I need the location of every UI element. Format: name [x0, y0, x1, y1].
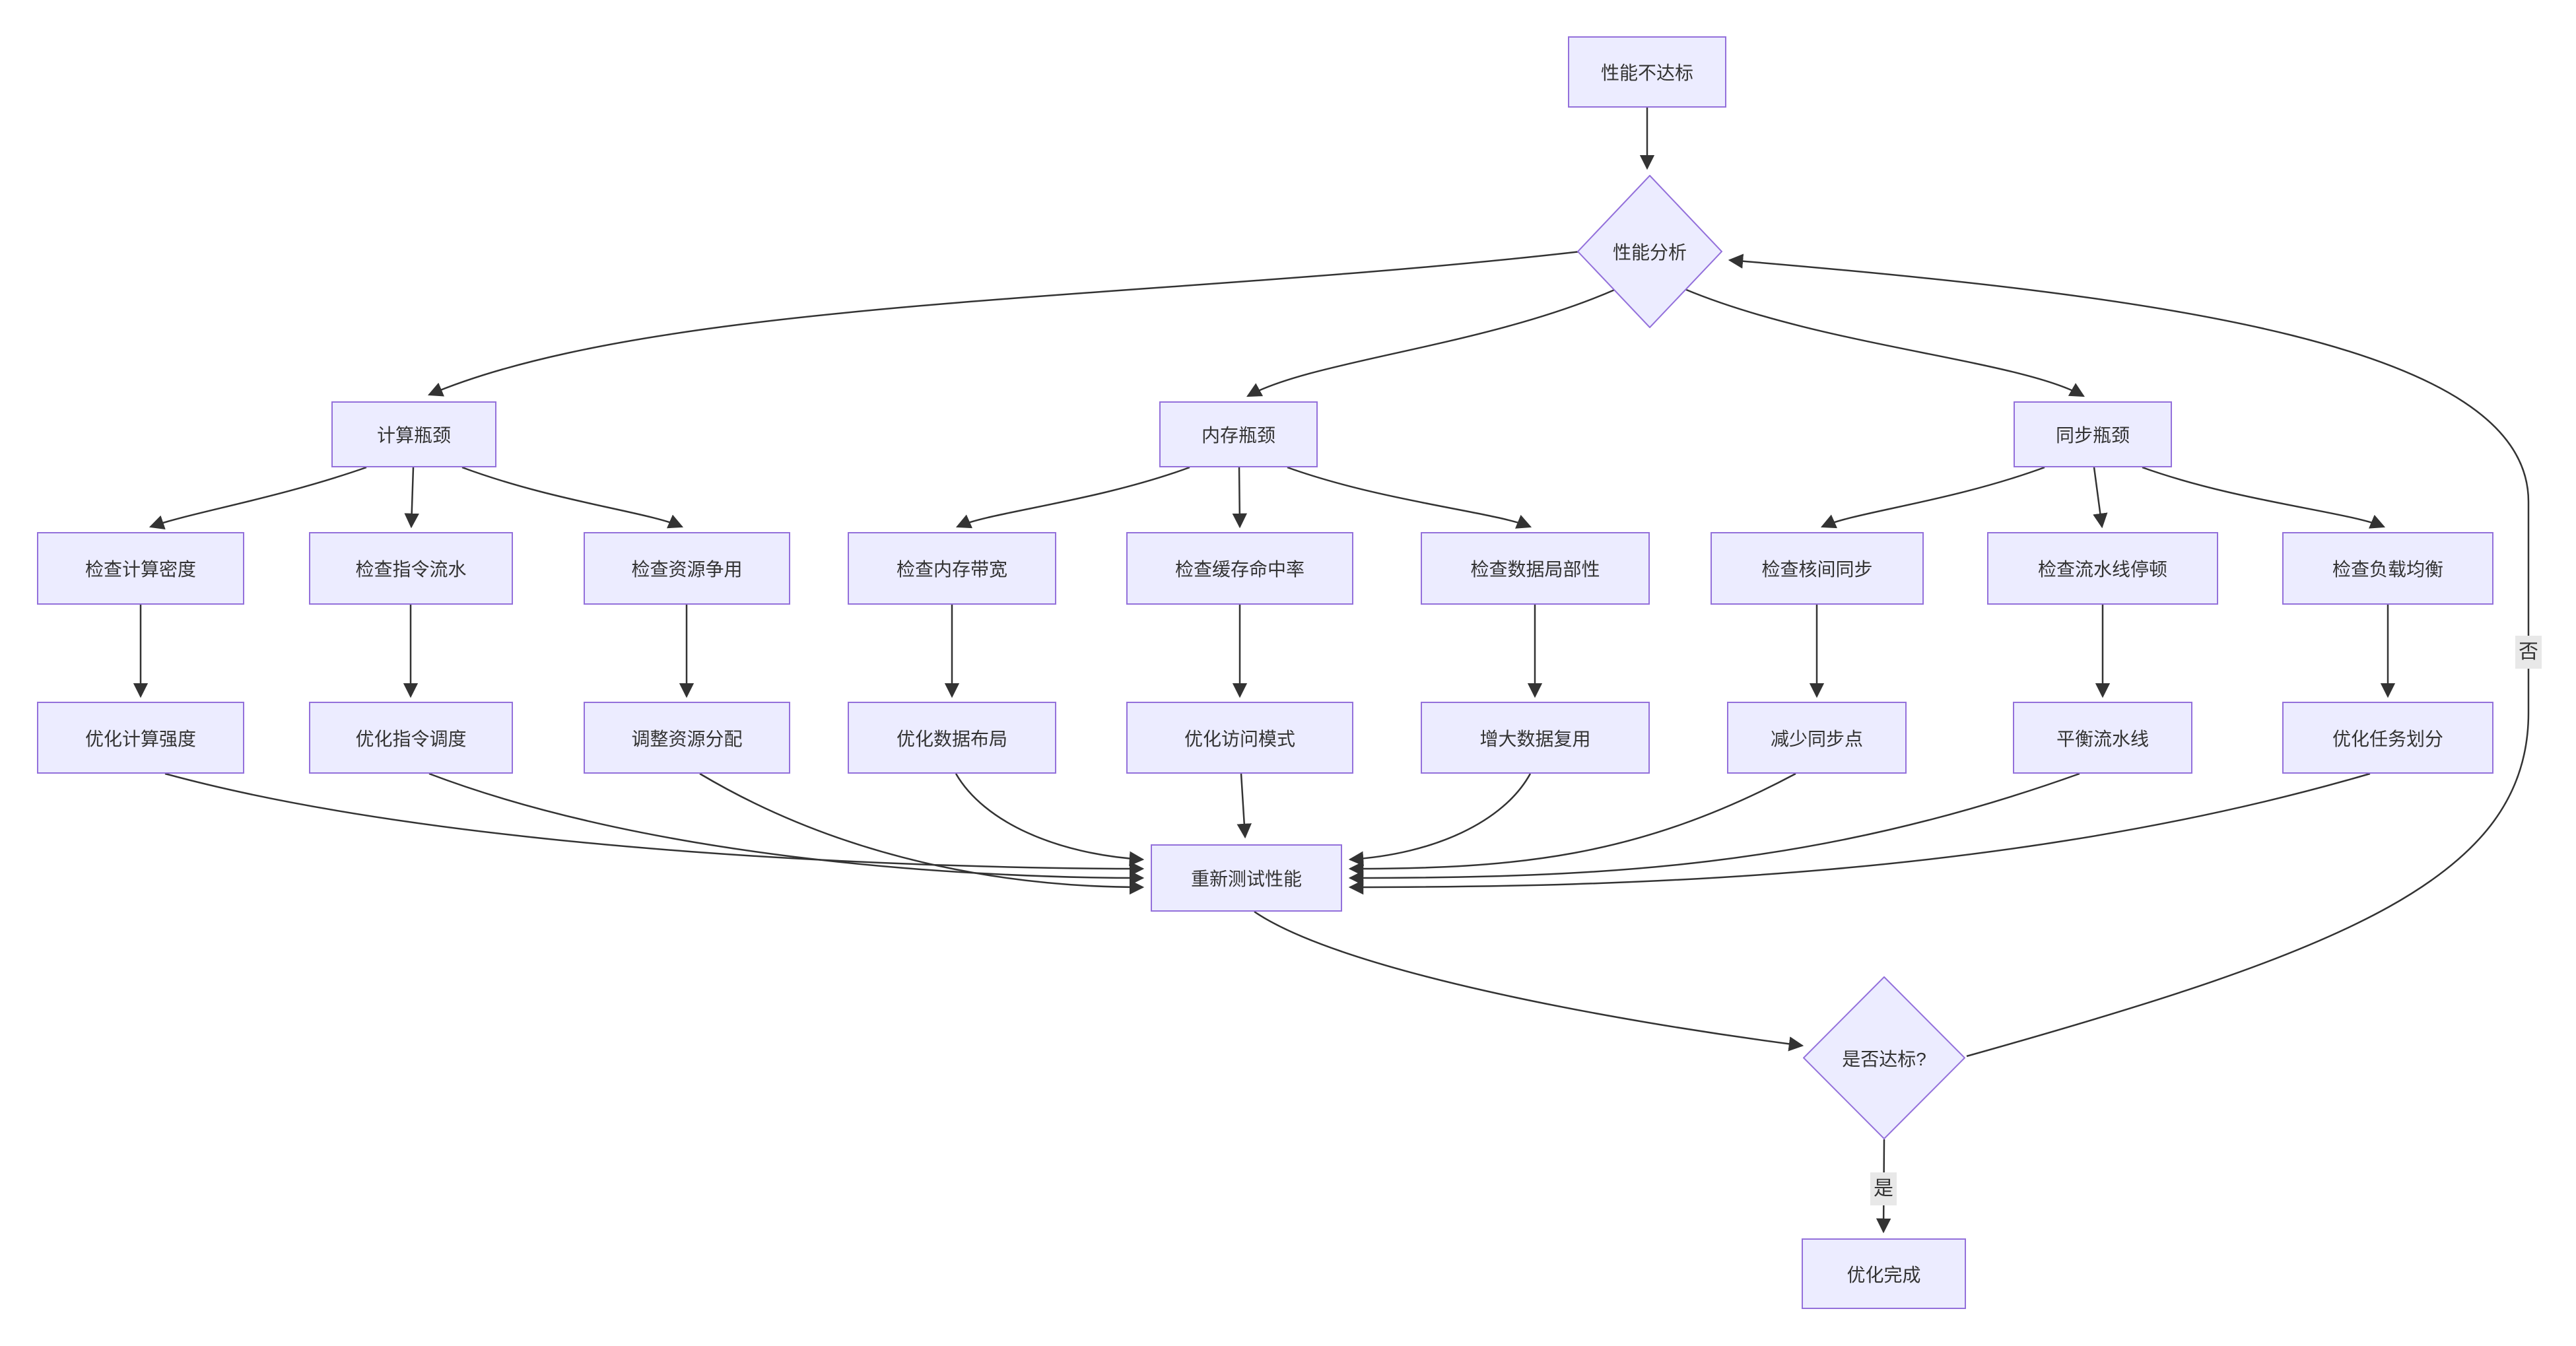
node-optimize-instruction-scheduling: 优化指令调度	[309, 702, 513, 774]
node-check-load-balance: 检查负载均衡	[2282, 532, 2493, 605]
node-check-pipeline-stall: 检查流水线停顿	[1987, 532, 2218, 605]
node-increase-data-reuse: 增大数据复用	[1421, 702, 1650, 774]
node-label: 检查指令流水	[355, 559, 467, 580]
node-check-compute-density: 检查计算密度	[37, 532, 244, 605]
node-reduce-sync-points: 减少同步点	[1727, 702, 1907, 774]
edge-analyze-sync	[1684, 288, 2085, 397]
node-label: 检查核间同步	[1761, 559, 1873, 580]
node-start: 性能不达标	[1568, 36, 1726, 108]
node-optimize-compute-intensity: 优化计算强度	[37, 702, 244, 774]
edge-check-analyze	[1728, 253, 2530, 1058]
node-balance-pipeline: 平衡流水线	[2013, 702, 2192, 774]
node-label: 检查内存带宽	[896, 559, 1007, 580]
node-sync-bottleneck: 同步瓶颈	[2014, 401, 2172, 467]
node-label: 检查资源争用	[631, 559, 743, 580]
edge-compute-c3	[461, 466, 684, 529]
diamond-shape	[1803, 976, 1965, 1139]
node-label: 减少同步点	[1770, 728, 1863, 749]
edge-memory-c6	[1287, 466, 1532, 529]
edge-sync-c8	[2093, 467, 2108, 529]
node-label: 检查数据局部性	[1470, 559, 1600, 580]
edge-o4-retest	[955, 773, 1145, 866]
edge-retest-check	[1254, 910, 1804, 1052]
node-check-instruction-pipeline: 检查指令流水	[309, 532, 513, 605]
node-compute-bottleneck: 计算瓶颈	[331, 401, 496, 467]
node-label: 优化计算强度	[85, 728, 196, 749]
edge-o9-retest	[1348, 772, 2371, 895]
node-check-resource-contention: 检查资源争用	[584, 532, 790, 605]
edge-sync-c7	[1820, 466, 2045, 529]
node-label: 性能不达标	[1600, 63, 1693, 83]
node-label: 是否达标?	[1842, 1048, 1926, 1069]
node-check-cache-hit-rate: 检查缓存命中率	[1126, 532, 1353, 605]
node-optimize-access-pattern: 优化访问模式	[1126, 702, 1353, 774]
node-label: 同步瓶颈	[2055, 425, 2130, 446]
edge-o2-retest	[428, 772, 1145, 886]
node-label: 平衡流水线	[2056, 728, 2149, 749]
node-label: 检查计算密度	[85, 559, 196, 580]
edge-o5-retest	[1237, 773, 1252, 839]
edge-o7-retest	[1348, 772, 1796, 877]
node-label: 检查流水线停顿	[2037, 559, 2167, 580]
node-label: 优化数据布局	[896, 728, 1007, 749]
diamond-shape	[1577, 175, 1722, 328]
edge-sync-c9	[2142, 466, 2386, 529]
node-adjust-resource-allocation: 调整资源分配	[584, 702, 790, 774]
edge-o6-retest	[1348, 773, 1532, 866]
node-label: 增大数据复用	[1479, 728, 1591, 749]
node-label: 调整资源分配	[631, 728, 743, 749]
edge-o1-retest	[164, 772, 1145, 877]
edge-compute-c2	[404, 467, 419, 529]
node-label: 检查负载均衡	[2332, 559, 2443, 580]
node-memory-bottleneck: 内存瓶颈	[1159, 401, 1318, 467]
node-check-memory-bandwidth: 检查内存带宽	[848, 532, 1056, 605]
node-label: 优化任务划分	[2332, 728, 2443, 749]
node-label: 计算瓶颈	[376, 425, 451, 446]
edge-analyze-memory	[1246, 288, 1617, 397]
node-optimize-data-layout: 优化数据布局	[848, 702, 1056, 774]
node-analyze: 性能分析	[1577, 175, 1722, 328]
node-retest: 重新测试性能	[1151, 844, 1342, 912]
node-label: 优化完成	[1847, 1264, 1921, 1285]
edge-label-no: 否	[2515, 636, 2542, 669]
edge-o3-retest	[699, 772, 1145, 895]
edge-label-yes: 是	[1870, 1172, 1897, 1205]
node-label: 优化指令调度	[355, 728, 467, 749]
node-optimize-task-partition: 优化任务划分	[2282, 702, 2493, 774]
node-label: 内存瓶颈	[1201, 425, 1275, 446]
node-label: 重新测试性能	[1190, 869, 1302, 889]
node-check-data-locality: 检查数据局部性	[1421, 532, 1650, 605]
edge-memory-c5	[1232, 467, 1248, 529]
node-check-intercore-sync: 检查核间同步	[1711, 532, 1924, 605]
node-label: 优化访问模式	[1184, 728, 1295, 749]
edge-o8-retest	[1348, 772, 2080, 886]
edge-analyze-compute	[427, 250, 1581, 397]
node-label: 检查缓存命中率	[1174, 559, 1305, 580]
node-label: 性能分析	[1612, 242, 1687, 263]
edge-memory-c4	[955, 466, 1190, 529]
node-target-met: 是否达标?	[1803, 976, 1965, 1139]
edge-compute-c1	[149, 466, 367, 530]
node-done: 优化完成	[1802, 1238, 1966, 1309]
